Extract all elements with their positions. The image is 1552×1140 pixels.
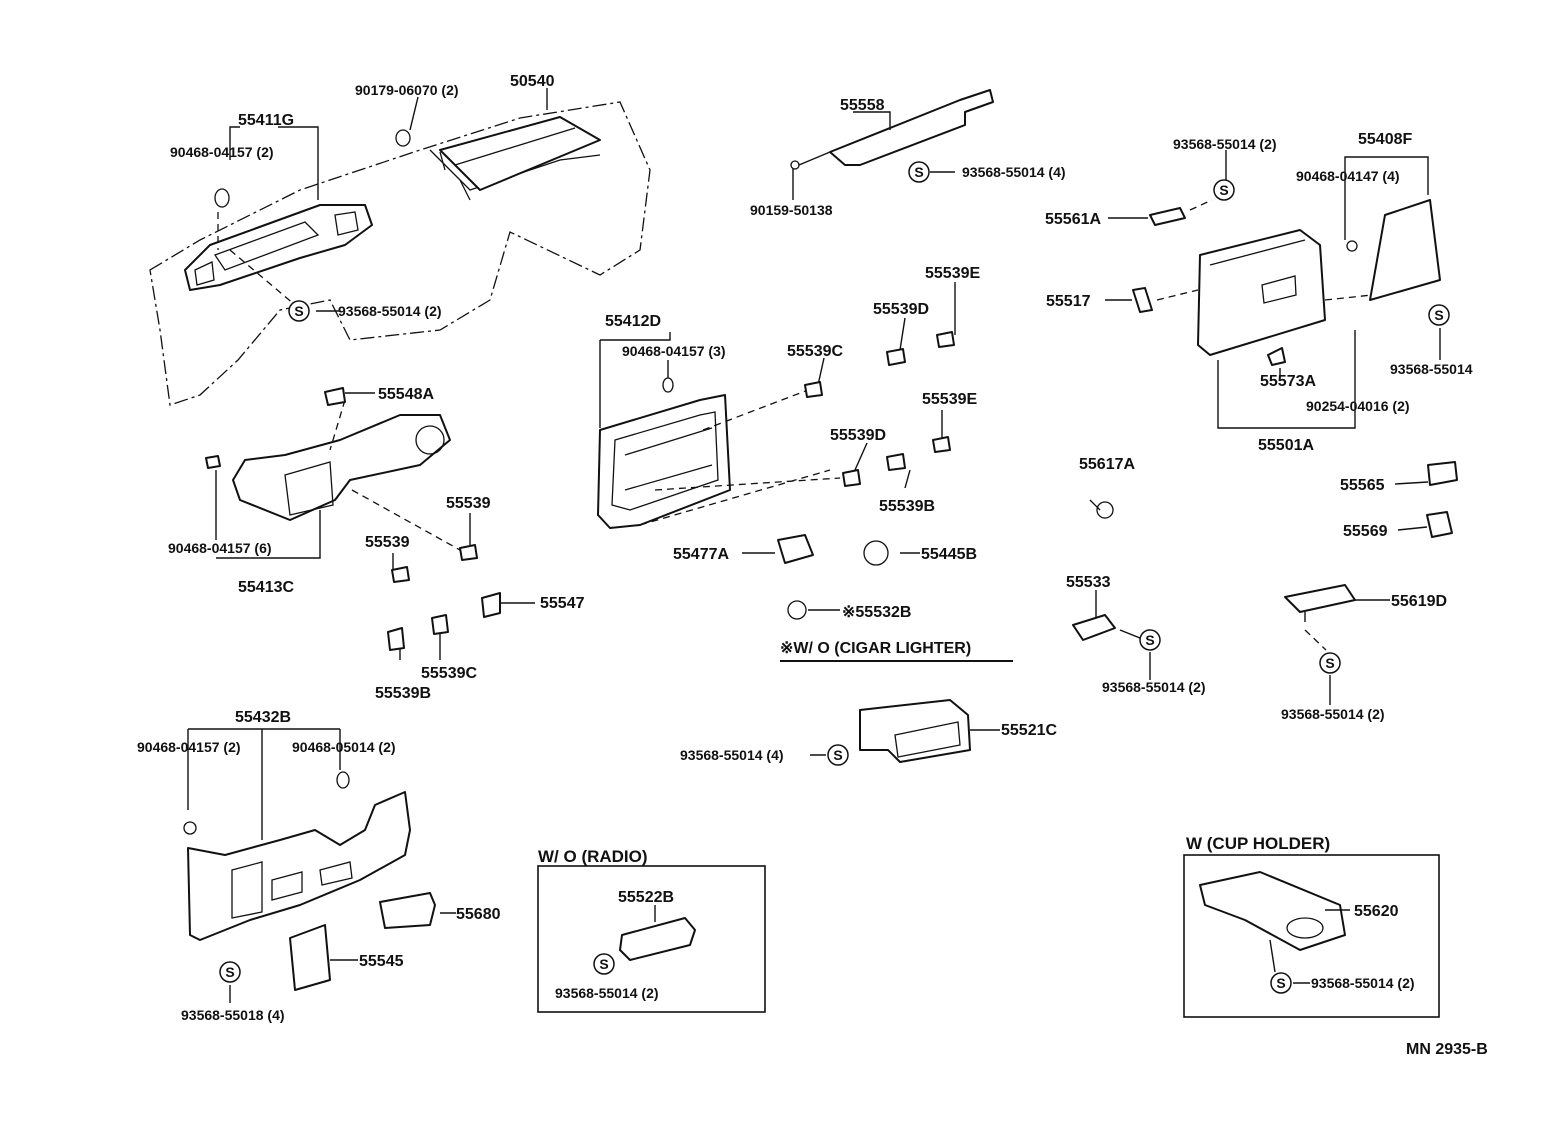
center-cluster-panel-part xyxy=(597,394,731,529)
label-55408F: 55408F xyxy=(1358,131,1412,148)
label-55432B: 55432B xyxy=(235,709,291,726)
label-55539E-b: 55539E xyxy=(922,391,977,408)
label-55539B-b: 55539B xyxy=(879,498,935,515)
label-55547: 55547 xyxy=(540,595,585,612)
label-93568-55014-4a: 93568-55014 (4) xyxy=(962,164,1066,180)
label-55539E-a: 55539E xyxy=(925,265,980,282)
clip-icon xyxy=(214,188,230,208)
label-93568-55014-4b: 93568-55014 (4) xyxy=(680,747,784,763)
label-55522B: 55522B xyxy=(618,889,674,906)
cluster-finish-panel-part xyxy=(232,414,451,521)
label-55411G: 55411G xyxy=(238,112,294,129)
cup-holder-box xyxy=(1183,854,1440,1018)
label-93568-55014-2e: 93568-55014 (2) xyxy=(555,985,659,1001)
label-55573A: 55573A xyxy=(1260,373,1316,390)
label-93568-55014-2b: 93568-55014 (2) xyxy=(1173,136,1277,152)
drawing-code: MN 2935-B xyxy=(1406,1041,1488,1058)
label-93568-55014-2c: 93568-55014 (2) xyxy=(1102,679,1206,695)
label-90179-06070: 90179-06070 (2) xyxy=(355,82,459,98)
label-90468-05014: 90468-05014 (2) xyxy=(292,739,396,755)
label-55680: 55680 xyxy=(456,906,501,923)
label-55413C: 55413C xyxy=(238,579,294,596)
label-55412D: 55412D xyxy=(605,313,661,330)
without-radio-box xyxy=(537,865,766,1013)
label-55539D-a: 55539D xyxy=(873,301,929,318)
label-55548A: 55548A xyxy=(378,386,434,403)
s-mark: S xyxy=(1434,307,1443,323)
label-90468-04147: 90468-04147 (4) xyxy=(1296,168,1400,184)
label-55539-b: 55539 xyxy=(365,534,410,551)
s-mark: S xyxy=(1276,975,1285,991)
note-with-cup-holder: W (CUP HOLDER) xyxy=(1186,834,1330,853)
label-55532B: ※55532B xyxy=(842,604,911,621)
bracket-part xyxy=(829,89,994,166)
label-55539C-b: 55539C xyxy=(787,343,843,360)
label-93568-55014: 93568-55014 xyxy=(1390,361,1473,377)
label-55558: 55558 xyxy=(840,97,885,114)
label-55539D-b: 55539D xyxy=(830,427,886,444)
label-90468-04157-3: 90468-04157 (3) xyxy=(622,343,726,359)
label-55539C-a: 55539C xyxy=(421,665,477,682)
s-mark: S xyxy=(1325,655,1334,671)
lower-panel-part xyxy=(187,791,411,941)
label-93568-55014-2d: 93568-55014 (2) xyxy=(1281,706,1385,722)
label-55545: 55545 xyxy=(359,953,404,970)
s-mark: S xyxy=(833,747,842,763)
label-90254-04016: 90254-04016 (2) xyxy=(1306,398,1410,414)
label-55617A: 55617A xyxy=(1079,456,1135,473)
label-55565: 55565 xyxy=(1340,477,1385,494)
label-55477A: 55477A xyxy=(673,546,729,563)
s-mark: S xyxy=(294,303,303,319)
instrument-panel-drawing xyxy=(149,101,651,406)
label-90468-04157-6: 90468-04157 (6) xyxy=(168,540,272,556)
label-55619D: 55619D xyxy=(1391,593,1447,610)
label-93568-55014-2f: 93568-55014 (2) xyxy=(1311,975,1415,991)
label-55539-a: 55539 xyxy=(446,495,491,512)
label-55501A: 55501A xyxy=(1258,437,1314,454)
label-55620: 55620 xyxy=(1354,903,1399,920)
label-93568-55014-2a: 93568-55014 (2) xyxy=(338,303,442,319)
glove-box-door-part xyxy=(1369,199,1441,301)
s-mark: S xyxy=(914,164,923,180)
label-55561A: 55561A xyxy=(1045,211,1101,228)
note-without-radio: W/ O (RADIO) xyxy=(538,847,648,866)
note-without-cigar-lighter: ※W/ O (CIGAR LIGHTER) xyxy=(780,640,971,657)
label-90468-04157-2a: 90468-04157 (2) xyxy=(170,144,274,160)
label-55517: 55517 xyxy=(1046,293,1091,310)
label-90468-04157-2b: 90468-04157 (2) xyxy=(137,739,241,755)
s-mark: S xyxy=(225,964,234,980)
label-55445B: 55445B xyxy=(921,546,977,563)
clip-icon xyxy=(395,129,411,147)
s-mark: S xyxy=(1219,182,1228,198)
s-mark: S xyxy=(1145,632,1154,648)
label-55533: 55533 xyxy=(1066,574,1111,591)
label-93568-55018: 93568-55018 (4) xyxy=(181,1007,285,1023)
label-90159-50138: 90159-50138 xyxy=(750,202,833,218)
glove-box-part xyxy=(1197,229,1326,356)
label-55521C: 55521C xyxy=(1001,722,1057,739)
label-55539B-a: 55539B xyxy=(375,685,431,702)
label-55569: 55569 xyxy=(1343,523,1388,540)
label-50540: 50540 xyxy=(510,73,555,90)
s-mark: S xyxy=(599,956,608,972)
